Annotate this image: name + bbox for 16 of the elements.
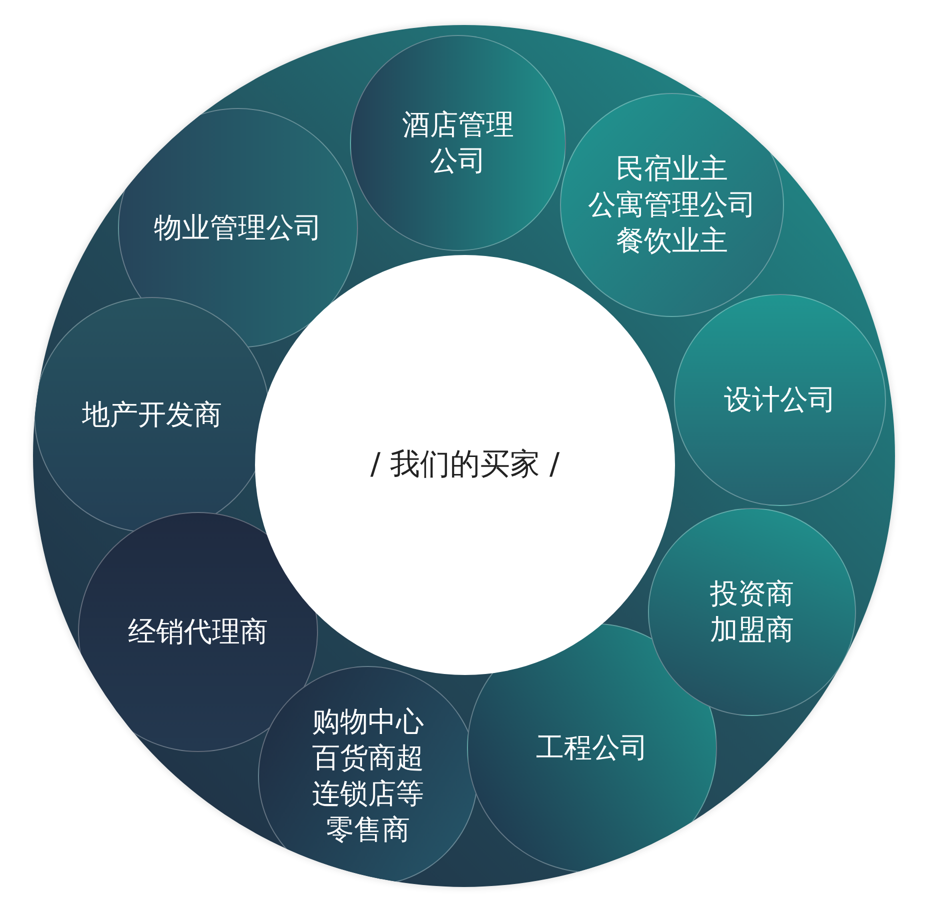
buyer-label: 零售商 [326, 812, 410, 848]
buyer-label: 经销代理商 [128, 614, 268, 650]
buyer-label: 购物中心 [312, 704, 424, 740]
buyer-label: 民宿业主 [616, 151, 728, 187]
buyer-label: 餐饮业主 [616, 223, 728, 259]
center-title: / 我们的买家 / [370, 447, 560, 483]
buyer-label: 工程公司 [536, 730, 648, 766]
buyer-label: 加盟商 [710, 612, 794, 648]
buyer-label: 设计公司 [724, 382, 836, 418]
buyer-label: 投资商 [710, 576, 794, 612]
buyer-label: 酒店管理公司 [401, 107, 515, 179]
buyer-label: 百货商超 [312, 740, 424, 776]
buyer-label: 物业管理公司 [154, 210, 322, 246]
buyer-label: 连锁店等 [312, 776, 424, 812]
buyer-label: 地产开发商 [82, 397, 222, 433]
buyer-label: 公寓管理公司 [588, 187, 756, 223]
